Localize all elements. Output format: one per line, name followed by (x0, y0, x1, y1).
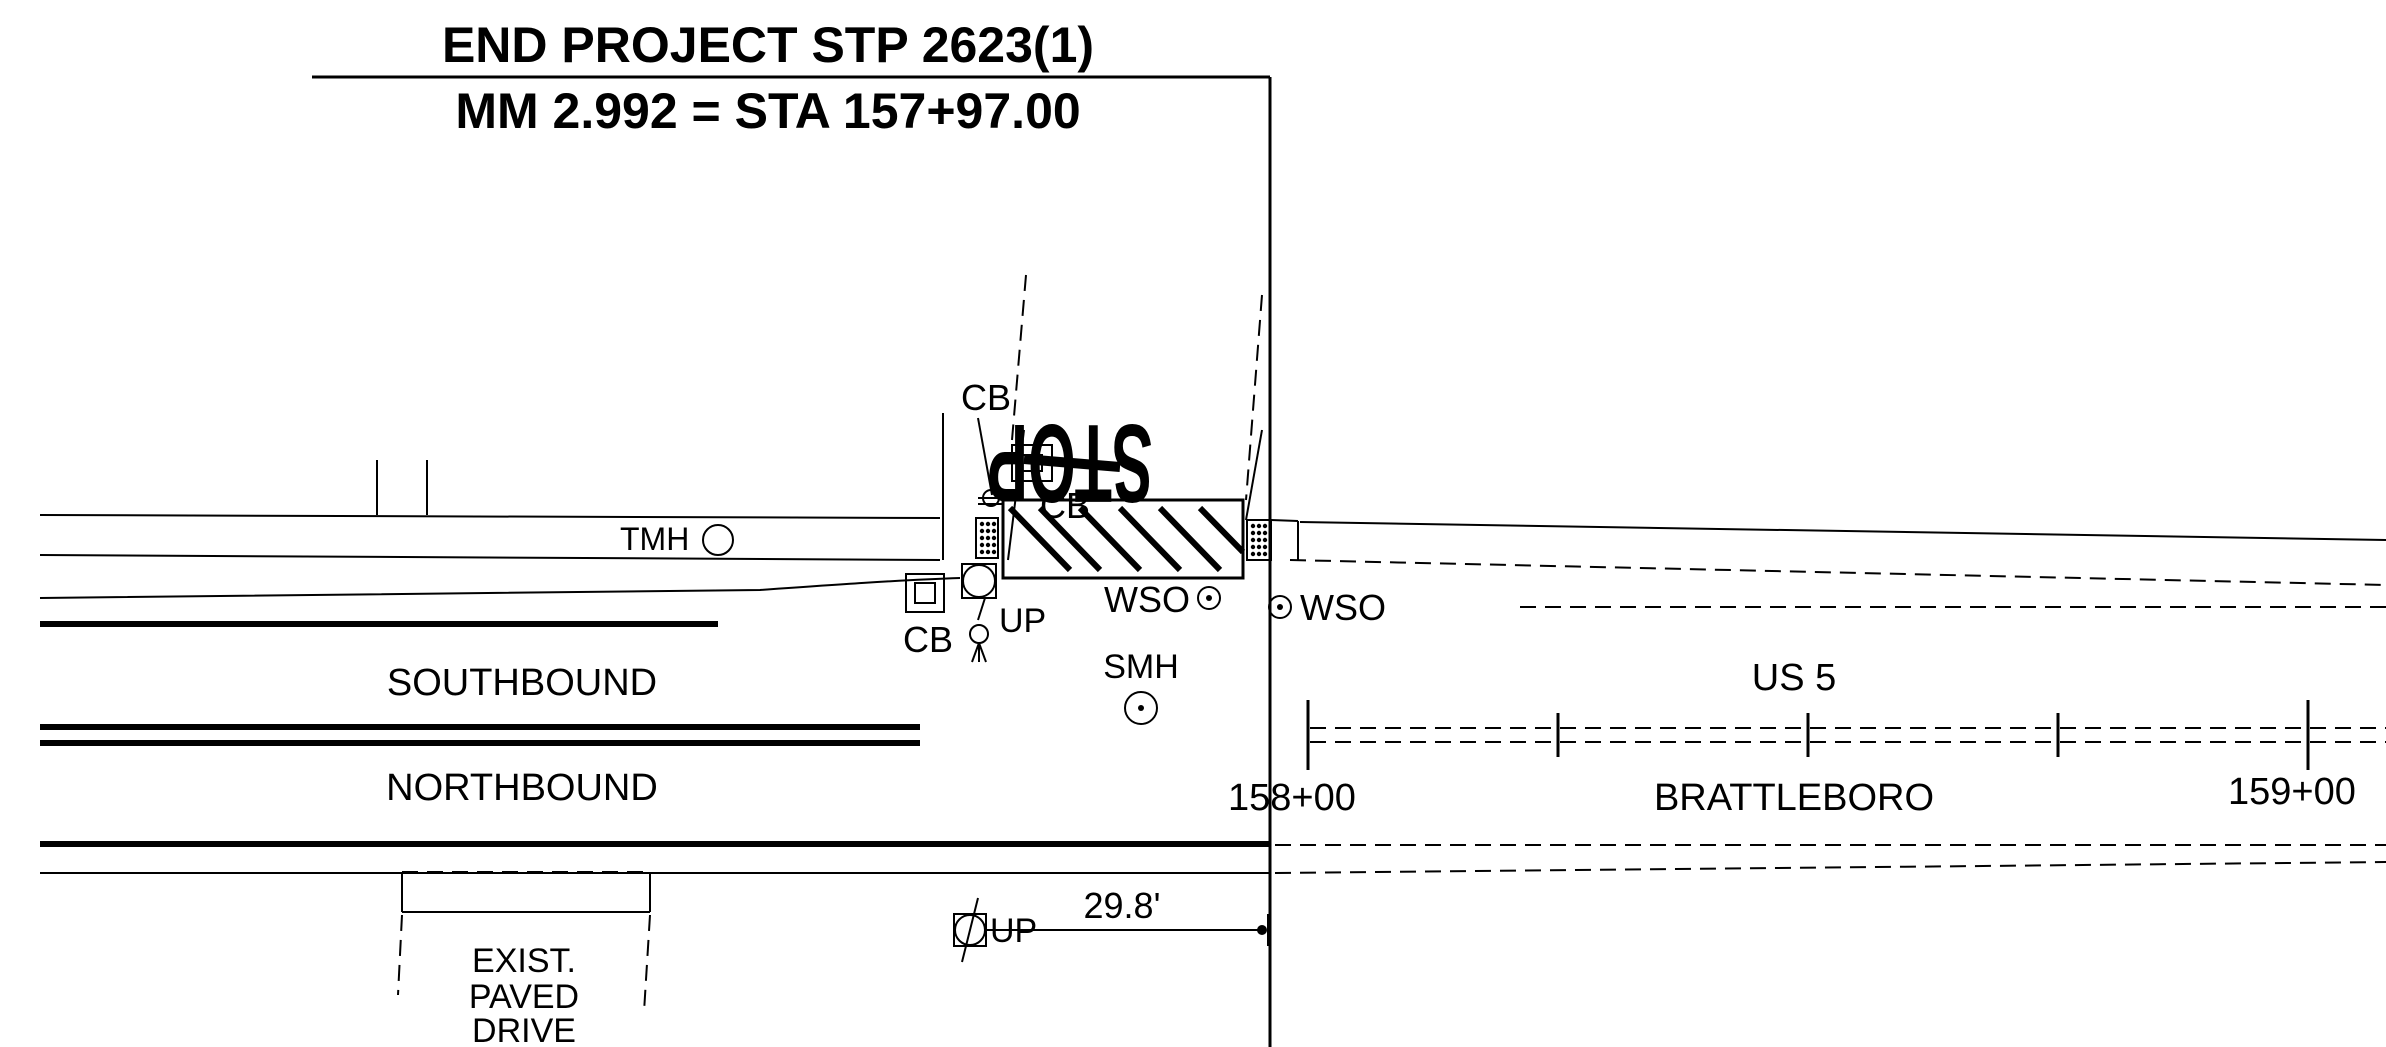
smh-label: SMH (1103, 648, 1179, 686)
hatch-stripe (1037, 505, 1103, 573)
tmh-manhole-icon (702, 524, 734, 556)
road-edge-inner (39, 554, 941, 561)
utility-pole-icon (953, 897, 987, 963)
crosswalk-hatching (1001, 498, 1246, 580)
stop-bar (1023, 454, 1121, 472)
catch-basin-icon (905, 573, 945, 613)
hatch-stripe (1077, 505, 1143, 573)
ramp-edge (1270, 519, 1299, 522)
detectable-warning-dots (1250, 523, 1268, 557)
cb-label-top: CB (961, 377, 1011, 418)
water-shutoff-dot (1277, 604, 1283, 610)
drive-side-dashed (397, 914, 403, 996)
southbound-label: SOUTHBOUND (387, 662, 657, 704)
catch-basin-icon (1011, 444, 1053, 482)
crosswalk-outline (1001, 498, 1245, 580)
milemarker-station-label: MM 2.992 = STA 157+97.00 (455, 83, 1080, 139)
northbound-label: NORTHBOUND (386, 767, 658, 809)
sidewalk-edge-dashed (1289, 559, 2386, 586)
drive-label-line3: DRIVE (472, 1012, 576, 1047)
project-end-title: END PROJECT STP 2623(1) (442, 17, 1094, 73)
water-shutoff-icon (1268, 595, 1292, 619)
hatch-stripe (1197, 505, 1246, 555)
hatch-stripe (1117, 505, 1183, 573)
drive-label-line2: PAVED (469, 978, 579, 1016)
road-edge-top-right (1299, 521, 2386, 541)
station-label-159: 159+00 (2228, 771, 2356, 813)
stop-approach-line (1245, 294, 1263, 501)
utility-pole-icon (961, 563, 997, 621)
road-edge-top (39, 514, 941, 519)
us5-route-label: US 5 (1752, 657, 1836, 699)
road-taper-line (39, 577, 961, 599)
up-label-top: UP (999, 602, 1046, 640)
detectable-warning-right (1246, 519, 1272, 561)
hatch-stripe (1007, 505, 1073, 573)
dimension-label: 29.8' (1084, 885, 1161, 926)
brattleboro-label: BRATTLEBORO (1654, 777, 1934, 819)
drive-side-dashed (643, 914, 651, 1013)
wso-label-left: WSO (1104, 579, 1190, 620)
island-edge (1245, 429, 1263, 521)
wso-label-right: WSO (1300, 587, 1386, 628)
utility-valve-icon (978, 489, 1004, 507)
water-shutoff-dot (1206, 595, 1212, 601)
detectable-warning-dots (979, 521, 997, 555)
station-label-158: 158+00 (1228, 777, 1356, 819)
cb-label-left: CB (903, 619, 953, 660)
sewer-manhole-icon (1124, 691, 1158, 725)
sewer-manhole-dot (1138, 705, 1144, 711)
cb-leader (977, 417, 993, 496)
cb-label-mid: CB (1040, 485, 1090, 526)
water-shutoff-icon (1197, 586, 1221, 610)
road-edge-bottom-dashed (1274, 861, 2386, 874)
detectable-warning-left (975, 517, 999, 559)
stop-approach-line (1011, 274, 1027, 441)
drive-label-line1: EXIST. (472, 942, 576, 980)
dimension-end-dot (1257, 925, 1267, 935)
guy-anchor-icon (969, 624, 989, 663)
island-edge (1007, 429, 1025, 561)
tmh-label: TMH (620, 521, 689, 557)
hatch-stripe (1157, 505, 1223, 573)
